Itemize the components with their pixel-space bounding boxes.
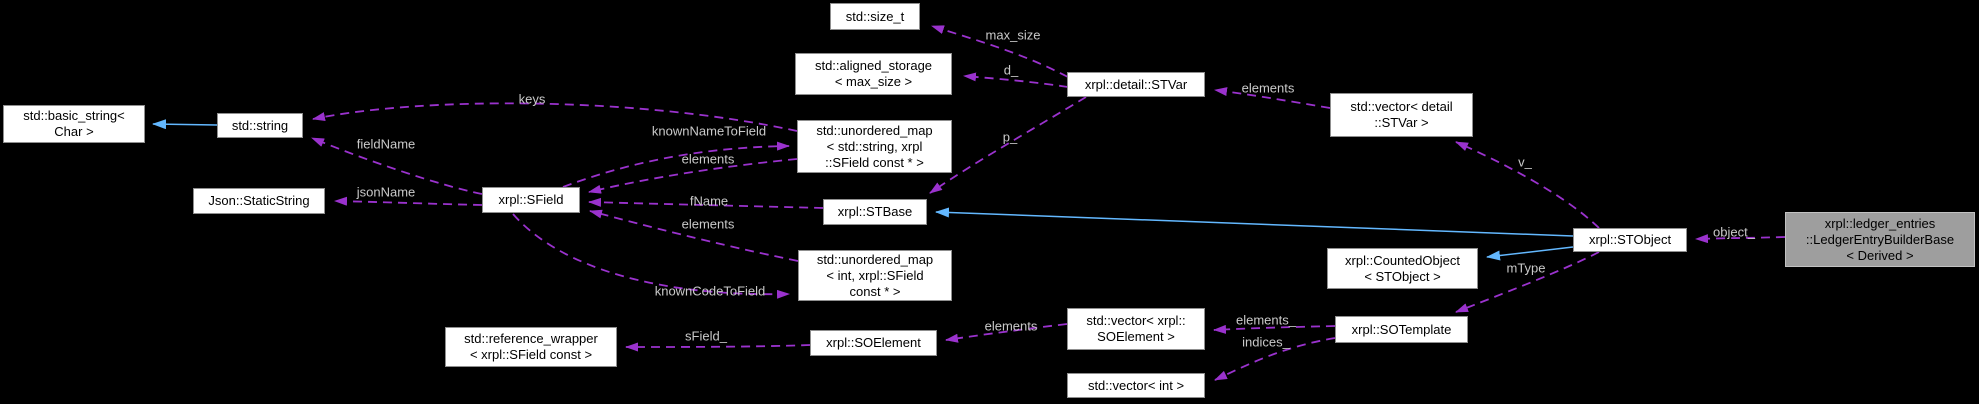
edge-label-mtype: mType <box>1506 260 1546 276</box>
edge-label-max-size: max_size <box>985 27 1041 43</box>
edge-label-fname: fName <box>689 193 729 209</box>
node-label: ::LedgerEntryBuilderBase <box>1805 231 1955 247</box>
node-xrpl-sfield[interactable]: xrpl::SField <box>482 187 580 213</box>
node-label: < xrpl::SField const > <box>469 347 593 362</box>
node-json-staticstring[interactable]: Json::StaticString <box>193 188 325 214</box>
node-std-vector-soelement[interactable]: std::vector< xrpl:: SOElement > <box>1067 308 1205 350</box>
node-label: < max_size > <box>834 74 913 89</box>
node-label: xrpl::ledger_entries <box>1824 215 1936 231</box>
node-std-size-t[interactable]: std::size_t <box>830 3 920 30</box>
edge-label-elements-mapstr: elements <box>681 151 735 167</box>
node-xrpl-stbase[interactable]: xrpl::STBase <box>823 199 927 225</box>
edge-sotemplate-to-vecint <box>1214 337 1336 381</box>
node-label: std::vector< int > <box>1087 377 1185 393</box>
edge-label-knownnametofield: knownNameToField <box>651 123 767 139</box>
node-label: < Derived > <box>1846 247 1914 263</box>
edge-label-object: object_ <box>1713 224 1755 240</box>
node-std-unordered-map-string[interactable]: std::unordered_map < std::string, xrpl :… <box>797 120 952 173</box>
edge-vecsoelement-to-soelement <box>945 323 1068 343</box>
edge-stobject-to-sotemplate <box>1455 251 1600 313</box>
node-ledgerentrybuilderbase-current: xrpl::ledger_entries ::LedgerEntryBuilde… <box>1785 212 1975 267</box>
edge-label-knowncodetofield: knownCodeToField <box>654 283 766 299</box>
edge-string-inherits-basicstring <box>152 119 218 130</box>
node-label: std::size_t <box>845 8 905 24</box>
node-label: xrpl::SOTemplate <box>1351 321 1452 337</box>
node-label: < STObject > <box>1364 268 1441 284</box>
node-xrpl-sotemplate[interactable]: xrpl::SOTemplate <box>1335 316 1468 343</box>
node-label: ::SField const * > <box>825 154 924 170</box>
node-xrpl-countedobject[interactable]: xrpl::CountedObject < STObject > <box>1327 248 1478 289</box>
node-label: const * > <box>849 283 901 299</box>
node-label: xrpl::STBase <box>837 204 913 219</box>
node-label: xrpl::STObject <box>1588 232 1672 247</box>
edge-sfield-to-staticstring <box>334 196 483 206</box>
node-std-basic-string[interactable]: std::basic_string< Char > <box>3 105 145 143</box>
edge-label-elements-mapint: elements <box>681 216 735 232</box>
node-label: xrpl::SOElement <box>826 335 921 350</box>
edge-stobject-inherits-stbase <box>935 207 1574 237</box>
edge-ledger-to-stobject <box>1695 234 1786 244</box>
node-label: std::vector< xrpl:: <box>1086 313 1186 328</box>
edge-sfield-to-string <box>311 137 483 195</box>
edge-label-elements-stvar: elements <box>1241 80 1295 96</box>
edge-label-p: p_ <box>1002 129 1018 145</box>
edge-label-jsonname: jsonName <box>356 184 416 200</box>
edge-sfield-to-mapstring <box>562 141 790 188</box>
edge-mapint-to-sfield <box>589 209 799 262</box>
node-label: std::aligned_storage <box>814 58 933 73</box>
edge-label-v: v_ <box>1518 154 1532 170</box>
edge-stvar-to-aligned-storage <box>963 72 1069 88</box>
node-label: xrpl::detail::STVar <box>1084 76 1188 92</box>
node-label: std::unordered_map <box>816 251 934 267</box>
edge-label-fieldname: fieldName <box>356 136 416 152</box>
edge-label-elements-vecso: elements <box>984 318 1038 334</box>
edge-label-d: d_ <box>1003 62 1019 78</box>
node-label: xrpl::CountedObject <box>1345 252 1460 268</box>
node-label: SOElement > <box>1097 329 1175 344</box>
node-label: std::reference_wrapper <box>464 331 598 346</box>
edge-label-sfield: sField_ <box>685 328 727 344</box>
edge-stvar-to-stbase <box>929 96 1087 194</box>
node-label: std::unordered_map <box>816 122 933 138</box>
edge-mapstring-to-string <box>312 102 798 132</box>
node-label: < std::string, xrpl <box>826 138 923 154</box>
edge-soelement-to-refwrapper <box>625 342 811 352</box>
edge-stobject-to-vecstvar <box>1455 141 1600 229</box>
node-label: < int, xrpl::SField <box>826 267 924 283</box>
edge-label-indices: indices_ <box>1242 334 1290 350</box>
node-label: ::STVar > <box>1374 115 1429 130</box>
edge-stobject-inherits-countedobject <box>1486 246 1574 261</box>
node-std-string[interactable]: std::string <box>217 113 303 138</box>
edge-label-elements-sotpl: elements_ <box>1236 312 1296 328</box>
node-xrpl-detail-stvar[interactable]: xrpl::detail::STVar <box>1067 72 1205 97</box>
node-label: Char > <box>54 124 94 139</box>
node-label: xrpl::SField <box>498 192 564 207</box>
node-label: std::basic_string< <box>23 108 125 123</box>
node-std-unordered-map-int[interactable]: std::unordered_map < int, xrpl::SField c… <box>798 250 952 301</box>
node-label: Json::StaticString <box>208 193 310 208</box>
node-std-aligned-storage[interactable]: std::aligned_storage < max_size > <box>795 53 952 95</box>
edge-label-keys: keys <box>518 91 546 107</box>
node-xrpl-soelement[interactable]: xrpl::SOElement <box>810 330 937 356</box>
edge-mapstring-to-sfield <box>588 158 798 194</box>
edge-sfield-to-mapint <box>512 213 790 299</box>
node-xrpl-stobject[interactable]: xrpl::STObject <box>1573 228 1687 252</box>
node-std-reference-wrapper[interactable]: std::reference_wrapper < xrpl::SField co… <box>445 327 617 367</box>
node-label: std::vector< detail <box>1350 99 1453 114</box>
edge-stvar-to-size-t <box>931 25 1069 78</box>
edge-sotemplate-to-vecsoelement <box>1213 324 1336 334</box>
node-label: std::string <box>231 117 289 133</box>
node-std-vector-int[interactable]: std::vector< int > <box>1067 373 1205 398</box>
node-std-vector-detail-stvar[interactable]: std::vector< detail ::STVar > <box>1330 93 1473 137</box>
